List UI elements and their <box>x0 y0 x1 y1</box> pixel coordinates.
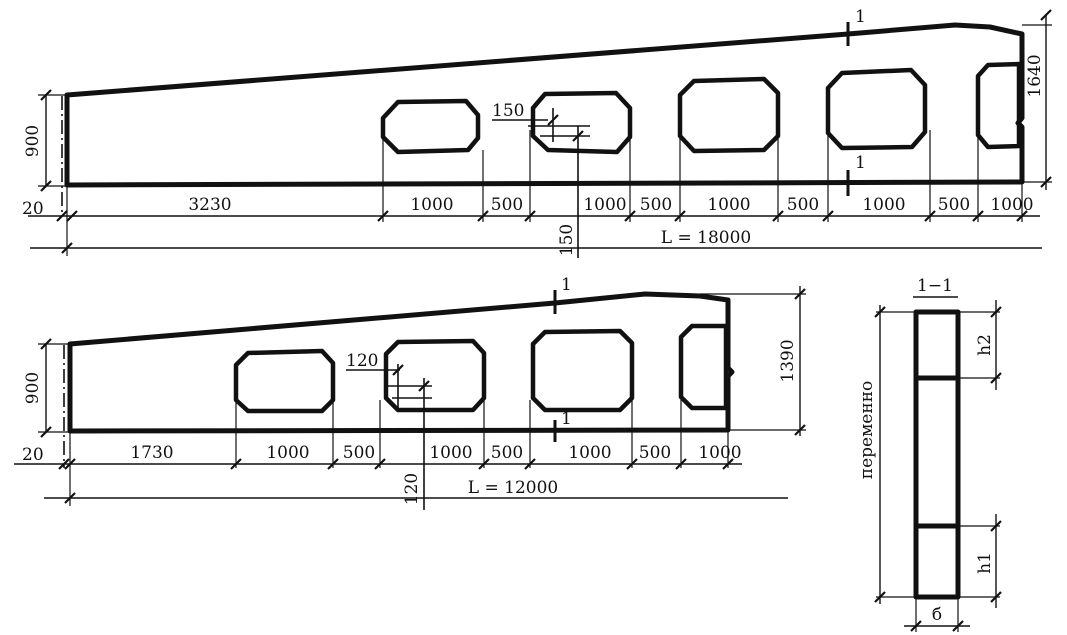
beam-18m-hole <box>677 76 781 154</box>
beam-12m-chamfer-vertical-label: 120 <box>402 473 422 505</box>
beam-18m-height-end: 900 <box>23 125 43 157</box>
section-outline <box>913 309 961 600</box>
section-bottom-flange-label: h1 <box>975 552 995 574</box>
dimension-label: 3230 <box>188 195 231 215</box>
beam-12m-ticks <box>58 458 734 470</box>
beam-12m-chamfer-label: 120 <box>346 351 378 371</box>
beam-12m: 900 1390 20 1 1 120 120 L = 12000 1730 1… <box>14 275 806 510</box>
beam-12m-height-mid: 1390 <box>778 339 798 382</box>
beam-12m-height-end: 900 <box>23 372 43 404</box>
beam-12m-extension-lines <box>69 390 729 506</box>
beam-12m-hole <box>383 338 487 413</box>
dimension-label: 500 <box>640 195 672 215</box>
dimension-label: 1000 <box>266 443 309 463</box>
beam-12m-support: 20 <box>22 445 44 465</box>
dimension-label: 1000 <box>410 195 453 215</box>
beam-12m-section-mark-top: 1 <box>561 275 572 295</box>
section-title: 1−1 <box>917 276 953 296</box>
beam-18m-outline <box>64 22 1025 188</box>
beam-18m-support: 20 <box>22 199 44 219</box>
section-width-label: б <box>932 605 942 625</box>
beam-18m-section-mark-bottom: 1 <box>855 153 866 173</box>
section-height-label: переменно <box>857 381 877 480</box>
section-top-flange-label: h2 <box>975 334 995 356</box>
beam-18m-segment-labels: 3230 1000 500 1000 500 1000 500 1000 500… <box>188 195 1033 215</box>
dimension-label: 1000 <box>698 443 741 463</box>
dimension-label: 1730 <box>130 443 173 463</box>
dimension-label: 500 <box>491 443 523 463</box>
beam-18m-chamfer-vertical-label: 150 <box>557 224 577 256</box>
dimension-label: 1000 <box>583 195 626 215</box>
dimension-label: 500 <box>938 195 970 215</box>
beam-18m-section-mark-top: 1 <box>855 7 866 27</box>
beam-18m-ticks <box>56 210 1028 222</box>
section-1-1: 1−1 переменно h2 h1 б <box>857 276 1002 632</box>
dimension-label: 1000 <box>862 195 905 215</box>
dimension-label: 1000 <box>707 195 750 215</box>
beam-12m-span: L = 12000 <box>468 478 558 498</box>
beam-12m-hole <box>233 348 336 414</box>
beam-18m-chamfer-label: 150 <box>492 101 524 121</box>
beam-18m-hole <box>380 98 481 155</box>
beam-12m-segment-labels: 1730 1000 500 1000 500 1000 500 1000 <box>130 443 741 463</box>
beam-18m-hole <box>825 67 928 151</box>
dimension-label: 1000 <box>568 443 611 463</box>
beam-18m-span: L = 18000 <box>661 228 751 248</box>
beam-12m-section-mark-bottom: 1 <box>561 409 572 429</box>
dimension-label: 500 <box>343 443 375 463</box>
dimension-label: 500 <box>491 195 523 215</box>
dimension-label: 500 <box>639 443 671 463</box>
beam-12m-hole <box>530 328 635 413</box>
beam-18m-hole <box>530 90 633 155</box>
beam-18m-hole <box>975 61 1022 150</box>
beam-18m: 900 1640 20 1 1 150 150 L = 18000 3230 1… <box>22 7 1052 258</box>
dimension-label: 1000 <box>429 443 472 463</box>
beam-12m-hole <box>678 323 729 411</box>
dimension-label: 1000 <box>990 195 1033 215</box>
dimension-label: 500 <box>787 195 819 215</box>
beam-18m-height-mid: 1640 <box>1025 54 1045 97</box>
